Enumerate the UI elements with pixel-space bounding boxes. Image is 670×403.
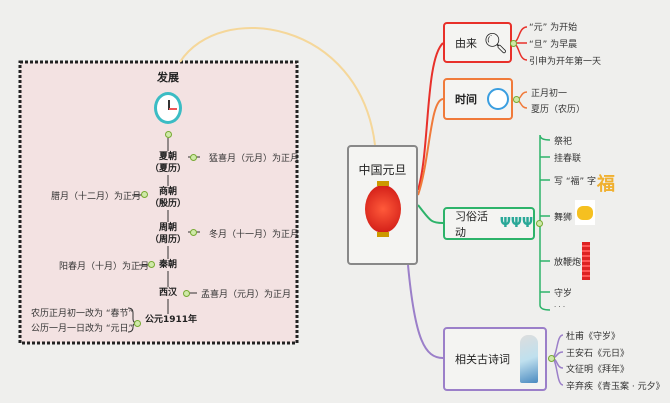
custom-item: · · · xyxy=(554,303,566,311)
poem-item: 辛弃疾《青玉案 · 元夕》 xyxy=(566,382,665,392)
magnifier-icon: 🔍︎ xyxy=(483,30,509,55)
branch-label: 相关古诗词 xyxy=(455,353,510,366)
custom-item: 守岁 xyxy=(554,289,573,299)
origin-item: “旦” 为早晨 xyxy=(529,40,578,50)
collapse-toggle[interactable] xyxy=(548,355,555,362)
dancers-icon: ΨΨΨ xyxy=(499,216,533,231)
poem-item: 杜甫《守岁》 xyxy=(566,332,621,342)
custom-item: 舞狮 xyxy=(554,213,573,223)
branch-poems[interactable]: 相关古诗词 xyxy=(443,327,547,391)
development-title: 发展 xyxy=(157,71,179,84)
custom-item: 挂春联 xyxy=(554,154,582,164)
timeline-node-qin: 秦朝 xyxy=(148,259,188,271)
collapse-toggle[interactable] xyxy=(141,191,148,198)
clock-icon xyxy=(154,92,182,124)
firecracker-icon xyxy=(582,242,590,280)
center-title: 中国元旦 xyxy=(358,163,407,177)
branch-origin[interactable]: 由来 🔍︎ xyxy=(443,22,512,63)
collapse-toggle[interactable] xyxy=(190,154,197,161)
custom-item: 放鞭炮 xyxy=(554,258,582,268)
collapse-toggle[interactable] xyxy=(536,220,543,227)
poem-item: 文征明《拜年》 xyxy=(566,365,630,375)
collapse-toggle[interactable] xyxy=(183,290,190,297)
fu-character-image: 福 xyxy=(597,174,615,195)
custom-item: 祭祀 xyxy=(554,137,573,147)
note-1911-newyear: 公历一月一日改为 “元日” xyxy=(31,324,134,334)
timeline-node-xia: 夏朝 （夏历） xyxy=(148,151,188,175)
timeline-node-han: 西汉 xyxy=(148,287,188,299)
time-item: 夏历（农历） xyxy=(531,105,586,115)
origin-item: “元” 为开始 xyxy=(529,23,578,33)
note-zhou: 冬月（十一月）为正月 xyxy=(209,230,300,240)
branch-customs[interactable]: 习俗活动 ΨΨΨ xyxy=(443,207,535,240)
clock-icon xyxy=(487,88,509,110)
note-qin: 阳春月（十月）为正月 xyxy=(59,262,150,272)
branch-label: 习俗活动 xyxy=(455,209,488,239)
custom-item: 写 “福” 字 xyxy=(554,177,597,187)
collapse-toggle[interactable] xyxy=(165,131,172,138)
branch-label: 由来 xyxy=(455,36,477,50)
timeline-node-1911: 公元1911年 xyxy=(145,314,220,326)
time-item: 正月初一 xyxy=(531,89,568,99)
branch-time[interactable]: 时间 xyxy=(443,78,513,120)
poet-icon xyxy=(520,335,538,383)
note-1911-spring: 农历正月初一改为 “春节” xyxy=(31,309,134,319)
poem-item: 王安石《元日》 xyxy=(566,349,630,359)
branch-label: 时间 xyxy=(455,93,477,106)
collapse-toggle[interactable] xyxy=(148,261,155,268)
timeline-node-shang: 商朝 （殷历） xyxy=(148,186,188,210)
note-xia: 猛喜月（元月）为正月 xyxy=(209,154,300,164)
note-shang: 腊月（十二月）为正月 xyxy=(51,192,142,202)
center-node[interactable]: 中国元旦 xyxy=(347,145,418,265)
lantern-icon xyxy=(365,181,401,237)
note-han: 孟喜月（元月）为正月 xyxy=(201,290,292,300)
timeline-node-zhou: 周朝 （周历） xyxy=(148,222,188,246)
collapse-toggle[interactable] xyxy=(513,96,520,103)
collapse-toggle[interactable] xyxy=(510,40,517,47)
origin-item: 引申为开年第一天 xyxy=(529,57,602,67)
collapse-toggle[interactable] xyxy=(190,229,197,236)
collapse-toggle[interactable] xyxy=(134,320,141,327)
lion-dance-icon xyxy=(575,200,595,225)
